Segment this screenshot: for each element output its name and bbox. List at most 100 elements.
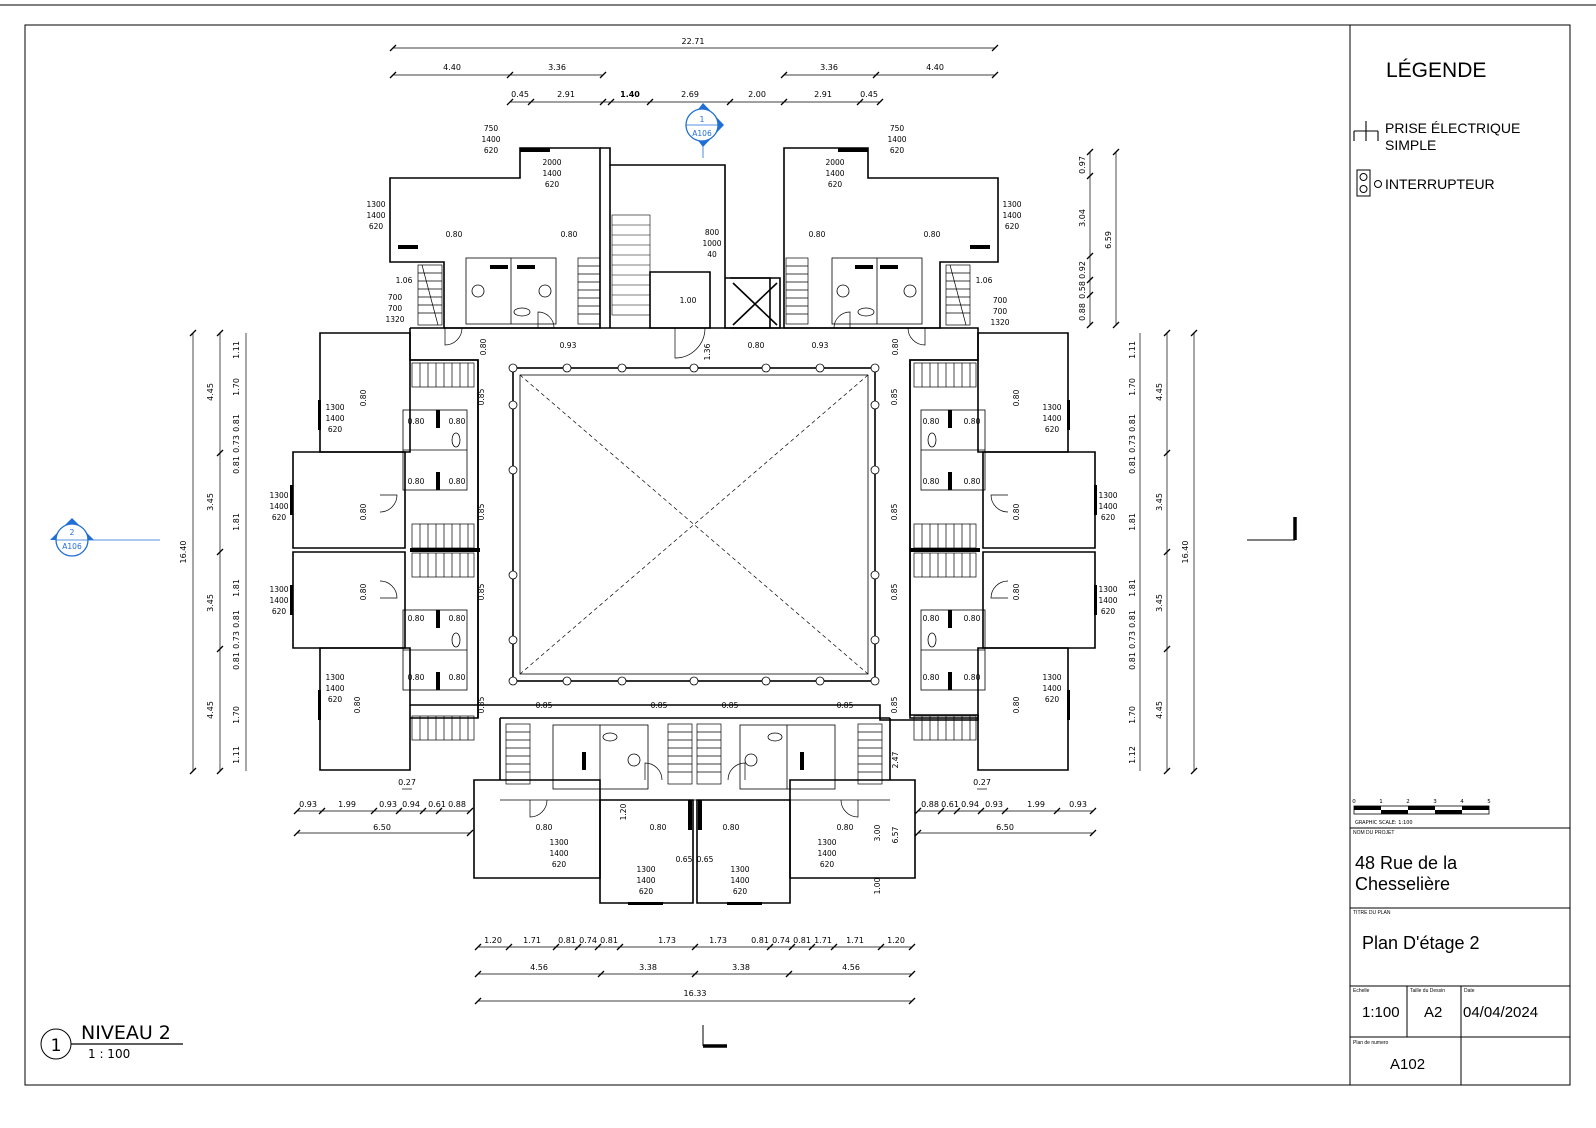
window-tag: 620 (328, 425, 343, 434)
dim-right-r3: 0.81 (1128, 414, 1137, 432)
window-tag: 620 (890, 146, 905, 155)
window-tag: 700 (388, 293, 403, 302)
dim-top-r3: 2.91 (814, 90, 832, 99)
window-tag: 2000 (825, 158, 844, 167)
dim-top-r2: 4.40 (926, 63, 944, 72)
stair-symbols (411, 257, 977, 785)
dim-door: 0.80 (964, 477, 981, 486)
dim-ll: 0.88 (448, 800, 466, 809)
window-tag: 1300 (636, 865, 655, 874)
dim-door: 0.85 (536, 701, 553, 710)
section-marker-2[interactable]: 2 A106 (50, 518, 160, 557)
window-tag: 700 (993, 307, 1008, 316)
dim-door: 0.80 (809, 230, 826, 239)
dim-right-overall: 16.40 (1181, 541, 1190, 564)
window-tag: 1300 (366, 200, 385, 209)
dim-door: 0.80 (923, 477, 940, 486)
dim-door: 1.00 (873, 877, 882, 894)
dim-top-r2: 4.40 (443, 63, 461, 72)
dim-door: 0.80 (408, 614, 425, 623)
window-tag: 1300 (549, 838, 568, 847)
window-tag: 1400 (549, 849, 568, 858)
legend-title: LÉGENDE (1386, 59, 1487, 82)
scale-tick: 1 (1379, 799, 1383, 805)
dim-door: 0.80 (561, 230, 578, 239)
dim-door: 1.36 (703, 343, 712, 360)
paper-size-caption: Taille du Dessin (1410, 988, 1446, 994)
dim-door: 0.80 (837, 823, 854, 832)
project-caption: NOM DU PROJET (1353, 830, 1395, 836)
dim-right-r2: 3.45 (1155, 594, 1164, 612)
window-tag: 1300 (817, 838, 836, 847)
dim-door: 1.00 (680, 296, 697, 305)
window-tag: 1300 (1042, 403, 1061, 412)
dim-bottom-r3: 1.20 (484, 936, 502, 945)
dim-door: 0.85 (890, 583, 899, 600)
dim-door: 0.80 (891, 338, 900, 355)
dim-door: 0.85 (890, 388, 899, 405)
plan-title-caption: TITRE DU PLAN (1353, 910, 1391, 916)
dim-door: 0.85 (722, 701, 739, 710)
dim-door: 0.80 (1012, 503, 1021, 520)
window-tag: 1400 (887, 135, 906, 144)
window-tag: 750 (484, 124, 499, 133)
window-tag: 620 (1101, 513, 1116, 522)
dim-bottom-r3: 1.71 (814, 936, 832, 945)
dim-right-r2: 4.45 (1155, 701, 1164, 719)
dim-top-overall: 22.71 (682, 37, 705, 46)
dim-door: 0.80 (1012, 696, 1021, 713)
scale-value: 1:100 (1362, 1004, 1400, 1021)
scale-tick: 2 (1406, 799, 1410, 805)
window-tag: 1400 (269, 596, 288, 605)
window-tag: 1300 (1042, 673, 1061, 682)
dim-door: 0.85 (651, 701, 668, 710)
legend-item-switch: INTERRUPTEUR (1385, 176, 1495, 192)
dim-right-r3: 1.81 (1128, 513, 1137, 531)
dim-door: 0.80 (923, 673, 940, 682)
dim-left-r3: 0.81 (232, 414, 241, 432)
scale-caption: Echelle (1353, 988, 1370, 994)
section-marker-1[interactable]: 1 A106 (685, 103, 724, 158)
dim-door: 0.85 (477, 583, 486, 600)
heavy-wall-segments (290, 148, 1097, 905)
dimension-chain-right (1086, 148, 1198, 775)
date-caption: Date (1464, 988, 1475, 994)
scale-label: GRAPHIC SCALE: 1:100 (1355, 820, 1413, 826)
dim-door: 0.85 (477, 503, 486, 520)
dim-door: 0.85 (837, 701, 854, 710)
dim-bottom-r3: 0.81 (751, 936, 769, 945)
dim-door: 0.85 (477, 696, 486, 713)
dim-bottom-r3: 0.74 (772, 936, 790, 945)
dim-door: 0.80 (536, 823, 553, 832)
window-tag: 620 (820, 860, 835, 869)
dim-left-r3: 1.11 (232, 341, 241, 359)
dim-door: 2.47 (891, 751, 900, 768)
dim-left-r3: 0.73 (232, 435, 241, 453)
dim-right-r3: 1.11 (1128, 341, 1137, 359)
dim-door: 0.80 (964, 673, 981, 682)
window-tag: 1300 (325, 673, 344, 682)
scale-tick: 4 (1460, 799, 1464, 805)
sheet-number: A102 (1390, 1056, 1426, 1073)
dim-door: 6.57 (891, 826, 900, 843)
dim-top-r3: 2.69 (681, 90, 699, 99)
window-tag: 1300 (325, 403, 344, 412)
dim-bottom-r3: 1.73 (709, 936, 727, 945)
dimension-chain-bottom (474, 943, 916, 1005)
section-1-sheet: A106 (692, 129, 712, 138)
dim-door: 0.80 (449, 673, 466, 682)
section-2-number: 2 (70, 528, 75, 537)
date-value: 04/04/2024 (1463, 1004, 1539, 1021)
dim-lr: 0.93 (985, 800, 1003, 809)
dim-door: 0.80 (964, 417, 981, 426)
window-tag: 2000 (542, 158, 561, 167)
dim-door: 0.80 (650, 823, 667, 832)
dim-right-r3: 0.73 (1128, 631, 1137, 649)
dim-door: 0.93 (560, 341, 577, 350)
dim-door: 0.80 (449, 614, 466, 623)
window-tag: 1320 (385, 315, 404, 324)
dim-right-r3: 1.70 (1128, 706, 1137, 724)
dim-right-r3: 0.81 (1128, 456, 1137, 474)
section-2-sheet: A106 (62, 542, 82, 551)
dim-door: 0.80 (353, 696, 362, 713)
